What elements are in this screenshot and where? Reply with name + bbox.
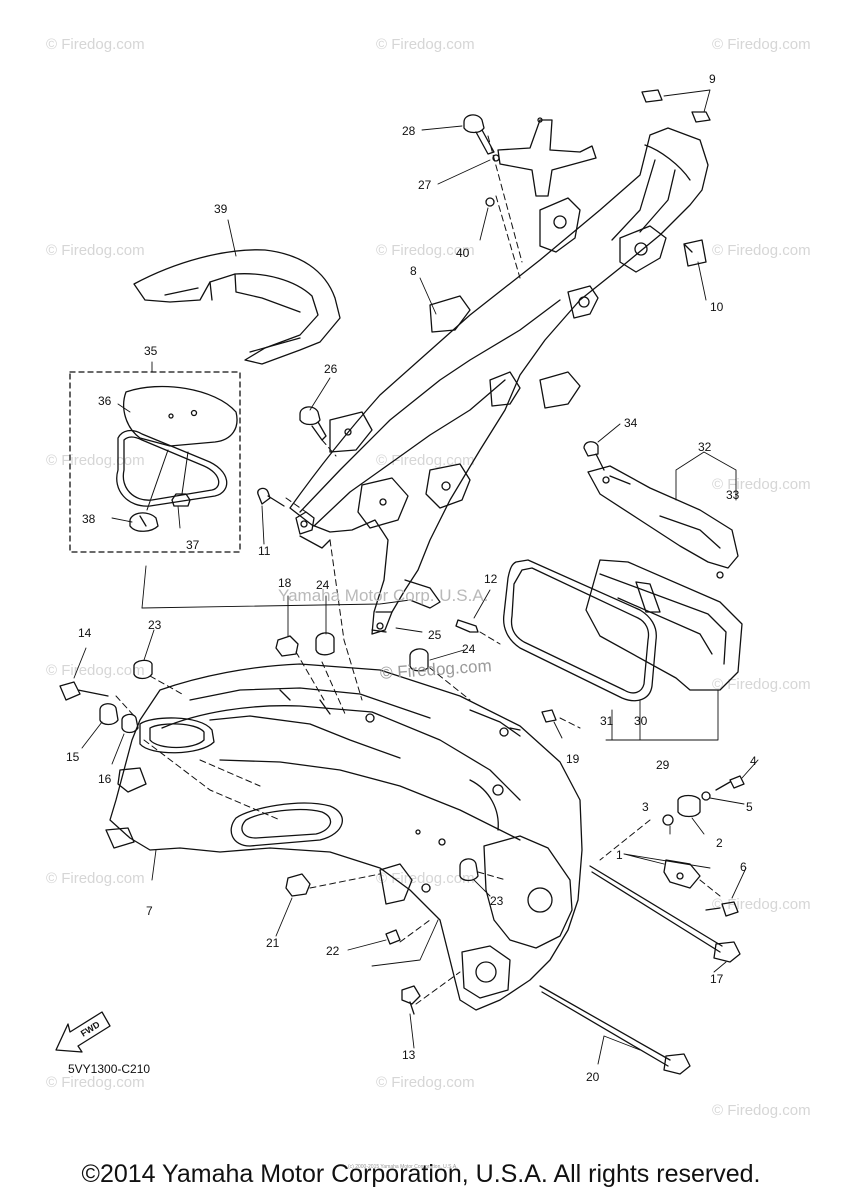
part-label-30[interactable]: 30 xyxy=(634,714,648,728)
plate-10 xyxy=(683,239,707,267)
part-label-40[interactable]: 40 xyxy=(456,246,470,260)
part-label-25[interactable]: 25 xyxy=(428,628,442,642)
part-label-37[interactable]: 37 xyxy=(186,538,200,552)
pads-9 xyxy=(641,89,711,123)
part-label-17[interactable]: 17 xyxy=(710,972,724,986)
part-label-14[interactable]: 14 xyxy=(78,626,92,640)
airbox-30 xyxy=(585,559,743,691)
watermark: © Firedog.com xyxy=(376,1074,475,1091)
part-label-12[interactable]: 12 xyxy=(484,572,498,586)
watermark: © Firedog.com xyxy=(376,36,475,53)
bolt-6 xyxy=(705,901,739,917)
part-label-22[interactable]: 22 xyxy=(326,944,340,958)
leader-lines xyxy=(73,89,759,1065)
part-label-29[interactable]: 29 xyxy=(656,758,670,772)
long-bolt-17 xyxy=(589,865,741,963)
bolt-11 xyxy=(257,487,285,507)
nut-18 xyxy=(275,635,299,657)
bolt-28 xyxy=(463,114,495,155)
cap-24b xyxy=(409,648,429,672)
fwd-arrow-icon xyxy=(55,1011,111,1053)
tail-light-assembly-35 xyxy=(69,371,241,553)
watermark: © Firedog.com xyxy=(712,676,811,693)
part-label-34[interactable]: 34 xyxy=(624,416,638,430)
small-copyright: (c) 2000-2015 Yamaha Motor Corporation, … xyxy=(348,1164,458,1170)
collar-16 xyxy=(121,713,139,734)
part-label-9[interactable]: 9 xyxy=(709,72,716,86)
washer-3 xyxy=(662,814,674,826)
bolt-13 xyxy=(401,985,421,1015)
nut-21 xyxy=(285,873,311,897)
part-label-6[interactable]: 6 xyxy=(740,860,747,874)
assembly-dashed-lines xyxy=(115,135,721,1005)
part-label-1[interactable]: 1 xyxy=(616,848,623,862)
bolt-22 xyxy=(385,929,401,945)
part-label-20[interactable]: 20 xyxy=(586,1070,600,1084)
washer-5 xyxy=(701,791,711,801)
bracket-27 xyxy=(492,117,597,197)
part-label-39[interactable]: 39 xyxy=(214,202,228,216)
rear-subframe-8 xyxy=(289,127,709,635)
long-bolt-20 xyxy=(539,985,691,1075)
part-label-18[interactable]: 18 xyxy=(278,576,292,590)
bolt-4 xyxy=(715,775,745,791)
watermark: © Firedog.com xyxy=(46,870,145,887)
part-label-8[interactable]: 8 xyxy=(410,264,417,278)
part-label-33[interactable]: 33 xyxy=(726,488,740,502)
collar-23b xyxy=(459,858,479,882)
part-label-24b[interactable]: 24 xyxy=(462,642,476,656)
part-label-4[interactable]: 4 xyxy=(750,754,757,768)
main-frame-7 xyxy=(105,663,583,1011)
watermark: © Firedog.com xyxy=(46,1074,145,1091)
part-label-11[interactable]: 11 xyxy=(258,544,271,558)
part-label-2[interactable]: 2 xyxy=(716,836,723,850)
part-label-24a[interactable]: 24 xyxy=(316,578,330,592)
cap-24a xyxy=(315,632,335,656)
bracket-1 xyxy=(663,859,701,889)
part-label-35[interactable]: 35 xyxy=(144,344,158,358)
bolt-19 xyxy=(541,709,557,723)
watermark: © Firedog.com xyxy=(46,242,145,259)
bolt-14 xyxy=(59,681,109,701)
part-label-10[interactable]: 10 xyxy=(710,300,724,314)
part-label-23b[interactable]: 23 xyxy=(490,894,504,908)
collar-2 xyxy=(677,794,701,818)
diagram-code: 5VY1300-C210 xyxy=(68,1062,151,1076)
part-label-5[interactable]: 5 xyxy=(746,800,753,814)
part-label-23a[interactable]: 23 xyxy=(148,618,162,632)
watermark: © Firedog.com xyxy=(376,242,475,259)
part-label-31[interactable]: 31 xyxy=(600,714,614,728)
side-cover-32-33 xyxy=(583,441,739,579)
part-label-32[interactable]: 32 xyxy=(698,440,712,454)
part-label-16[interactable]: 16 xyxy=(98,772,112,786)
nut-40 xyxy=(485,197,495,207)
collar-15 xyxy=(99,703,119,726)
watermark-center: Yamaha Motor Corp. U.S.A. xyxy=(278,586,489,605)
part-label-26[interactable]: 26 xyxy=(324,362,338,376)
part-label-21[interactable]: 21 xyxy=(266,936,280,950)
part-label-7[interactable]: 7 xyxy=(146,904,153,918)
watermark: © Firedog.com xyxy=(712,476,811,493)
watermark: © Firedog.com xyxy=(712,36,811,53)
bolt-26 xyxy=(299,406,327,441)
seal-31 xyxy=(502,559,657,702)
watermark: © Firedog.com xyxy=(46,36,145,53)
part-label-27[interactable]: 27 xyxy=(418,178,432,192)
part-label-15[interactable]: 15 xyxy=(66,750,80,764)
part-label-13[interactable]: 13 xyxy=(402,1048,416,1062)
collar-23a xyxy=(133,659,153,680)
watermark: © Firedog.com xyxy=(712,1102,811,1119)
part-label-38[interactable]: 38 xyxy=(82,512,96,526)
footer-copyright: ©2014 Yamaha Motor Corporation, U.S.A. A… xyxy=(81,1160,761,1188)
part-label-19[interactable]: 19 xyxy=(566,752,580,766)
bolt-12 xyxy=(455,619,479,633)
part-label-36[interactable]: 36 xyxy=(98,394,112,408)
rear-cover-39 xyxy=(133,249,341,365)
watermark: © Firedog.com xyxy=(46,662,145,679)
watermark: © Firedog.com xyxy=(712,242,811,259)
part-label-3[interactable]: 3 xyxy=(642,800,649,814)
part-label-28[interactable]: 28 xyxy=(402,124,416,138)
